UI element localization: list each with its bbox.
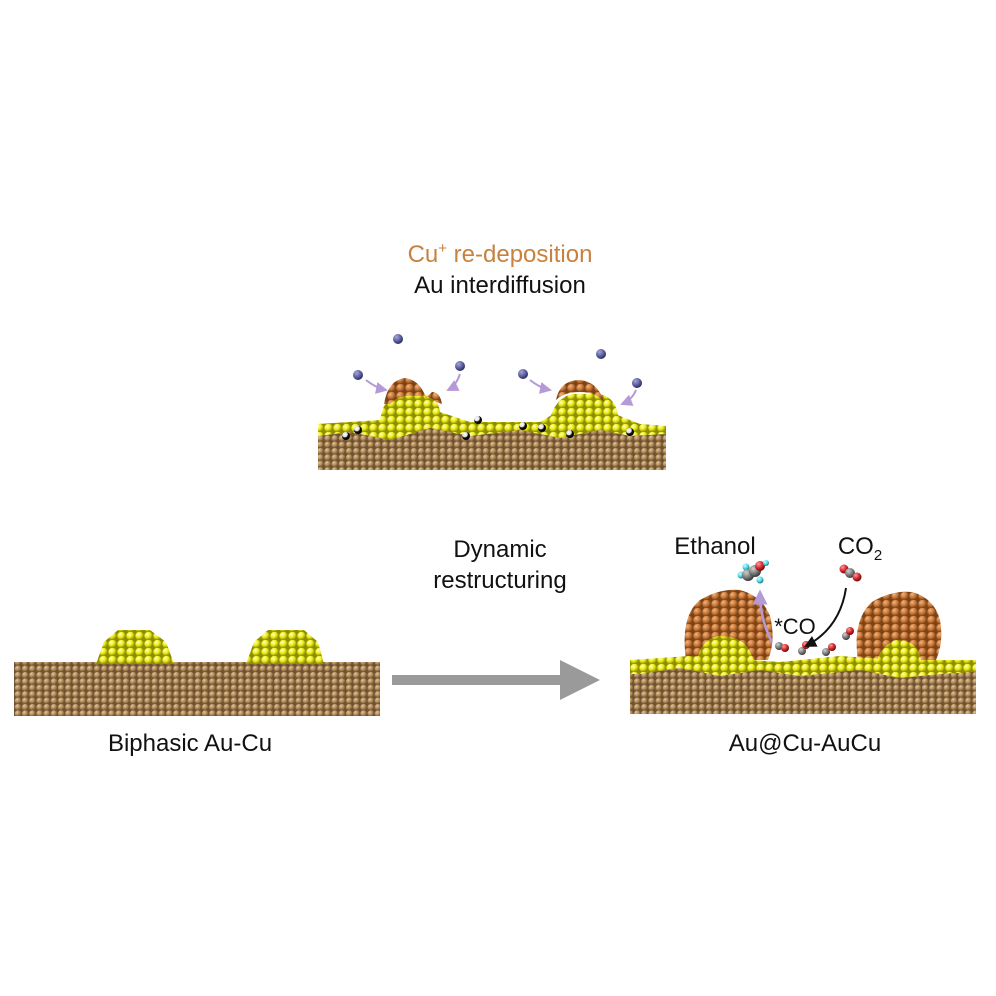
redeposition-arrow: [446, 373, 461, 391]
redeposition-arrow: [529, 379, 552, 394]
carbon-atom: [845, 568, 855, 578]
co2-molecule: [839, 564, 862, 582]
au-core-final-right: [876, 640, 922, 664]
au-island-initial-right: [246, 630, 324, 664]
ethanol-label: Ethanol: [674, 533, 756, 560]
cu-ion: [455, 361, 465, 371]
final-stage-label: Au@Cu-AuCu: [728, 730, 882, 757]
redeposition-arrow: [365, 379, 388, 394]
cu-shell-intermediate-right: [556, 380, 604, 402]
co2-adsorption-arrow: [804, 587, 847, 647]
auCu-surface-layer: [630, 656, 976, 678]
oxygen-atom: [755, 561, 765, 571]
co-adsorbates: [775, 627, 854, 656]
ethanol-molecule: [737, 560, 769, 584]
redeposition-arrow: [620, 389, 637, 406]
hydrogen-atom: [756, 576, 764, 584]
carbon-atom: [798, 647, 806, 655]
vacancy-atom: [538, 424, 546, 432]
product-release-arrow: [752, 589, 774, 643]
process-label-line1: Dynamic: [453, 536, 547, 563]
oxygen-atom: [828, 643, 836, 651]
oxygen-atom: [781, 644, 789, 652]
cu-shell-intermediate-left: [384, 378, 442, 404]
vacancy-atom: [519, 422, 527, 430]
vacancy-atom: [462, 432, 470, 440]
co-intermediate-label: *CO: [774, 614, 816, 639]
co2-label: CO2: [837, 533, 883, 564]
hydrogen-atom: [742, 563, 750, 571]
au-interdiffused-layer: [318, 410, 666, 440]
vacancy-atoms: [342, 416, 634, 440]
oxygen-atom: [852, 572, 862, 582]
redeposition-arrows: [365, 373, 637, 406]
cu-redeposition-label: Cu+ re-deposition: [407, 240, 593, 268]
au-interdiffusion-label: Au interdiffusion: [414, 272, 586, 299]
cu-ion: [632, 378, 642, 388]
cu-ion: [596, 349, 606, 359]
au-island-initial-left: [96, 630, 174, 664]
cu-shell-final-right: [856, 591, 942, 660]
hydrogen-atom: [763, 560, 769, 566]
carbon-atom: [822, 648, 830, 656]
intermediate-structure: [318, 378, 666, 470]
au-island-intermediate-right: [550, 394, 618, 418]
process-label-line2: restructuring: [433, 567, 567, 594]
cu-ion: [353, 370, 363, 380]
vacancy-atom: [354, 426, 362, 434]
vacancy-atom: [474, 416, 482, 424]
au-core-final-left: [696, 636, 756, 664]
cu-ion: [393, 334, 403, 344]
vacancy-atom: [566, 430, 574, 438]
initial-structure: [14, 630, 380, 716]
cu-substrate-initial: [14, 662, 380, 716]
final-structure: [630, 589, 976, 714]
vacancy-atom: [342, 432, 350, 440]
oxygen-atom: [846, 627, 854, 635]
initial-stage-label: Biphasic Au-Cu: [107, 730, 273, 757]
cu-ions: [353, 334, 642, 388]
vacancy-atom: [626, 428, 634, 436]
cu-ion: [518, 369, 528, 379]
